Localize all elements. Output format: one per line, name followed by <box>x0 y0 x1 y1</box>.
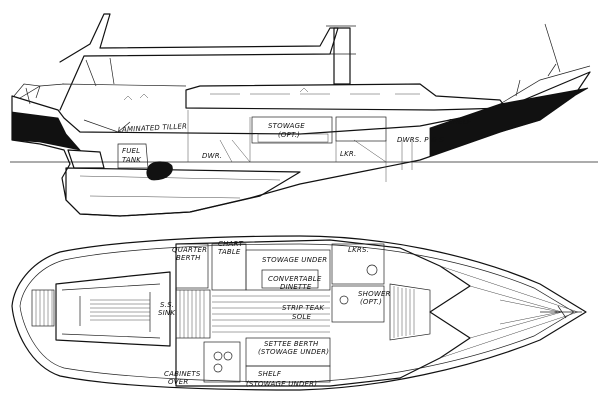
label-laminated-tiller: LAMINATED TILLER <box>118 122 188 134</box>
galley <box>203 341 241 383</box>
label-dwr: DWR. <box>202 152 222 160</box>
interior-bulkheads <box>187 110 413 182</box>
stowage-block-inner <box>257 133 329 143</box>
companionway <box>175 289 211 339</box>
label-quarter: QUARTER <box>172 246 207 254</box>
label-lkr: LKR. <box>340 150 356 158</box>
cabin-outline <box>175 239 471 387</box>
label-convertable: CONVERTABLE <box>268 275 322 283</box>
label-shower-opt: (OPT.) <box>360 298 382 306</box>
bow-pulpit <box>499 23 591 105</box>
deck-outline <box>11 235 587 391</box>
cabin-house <box>185 83 507 111</box>
label-settee-berth: SETTEE BERTH <box>264 340 319 348</box>
label-shelf-plan: SHELF <box>258 370 282 378</box>
hull-outline <box>11 71 591 217</box>
label-sink: SINK <box>158 309 176 317</box>
head-sink <box>339 295 349 305</box>
rudder <box>67 149 105 169</box>
label-stowage-under: STOWAGE UNDER <box>262 256 327 264</box>
toerail <box>19 243 575 383</box>
label-shelf-profile: SHELF <box>448 118 472 126</box>
label-stowage: STOWAGE <box>268 122 305 130</box>
dinette-area <box>245 249 331 291</box>
label-stowage-opt: (OPT.) <box>278 131 300 139</box>
cockpit-well <box>55 271 171 347</box>
galley-stove-2 <box>223 351 233 361</box>
stern-pulpit <box>13 83 41 105</box>
profile-view: LAMINATED TILLER FUEL TANK STOWAGE (OPT.… <box>10 13 598 217</box>
label-shower: SHOWER <box>358 290 391 298</box>
stowage-block <box>251 116 333 144</box>
label-cabinets: CABINETS <box>164 370 201 378</box>
winches <box>123 87 309 101</box>
dodger-frame <box>59 13 339 111</box>
label-table: TABLE <box>218 248 241 256</box>
label-sole: SOLE <box>292 313 311 321</box>
galley-stove-3 <box>213 363 223 373</box>
companionway-strips <box>179 290 205 338</box>
plan-view <box>11 235 587 391</box>
v-berth <box>389 283 431 341</box>
label-ss: S.S. <box>160 301 174 309</box>
tiller <box>83 119 131 133</box>
label-tank: TANK <box>122 156 142 164</box>
label-chart: CHART <box>218 240 244 248</box>
label-over: OVER <box>168 378 188 386</box>
label-dinette: DINETTE <box>280 283 312 291</box>
keel-inner <box>79 175 281 199</box>
teak-sole <box>212 295 330 333</box>
lockers <box>331 243 385 285</box>
quarter-berth <box>175 243 209 289</box>
label-strip-teak: STRIP TEAK <box>282 304 325 312</box>
plan-shelf <box>245 365 331 383</box>
keel <box>65 167 301 217</box>
grating-lines <box>35 290 53 326</box>
cockpit-sole-grating <box>31 289 55 327</box>
engine <box>146 161 173 181</box>
label-lkrs: LKRS. <box>348 246 369 254</box>
label-stowage-under-settee: (STOWAGE UNDER) <box>258 348 329 356</box>
label-dwrs: DWRS. P & S <box>397 136 444 144</box>
v-berth-strips <box>393 286 415 338</box>
mast-base <box>333 27 351 85</box>
stern-bottom-paint <box>11 111 82 151</box>
cockpit-seats <box>61 283 161 339</box>
head-compartment <box>331 285 385 323</box>
head-toilet <box>366 264 378 276</box>
dodger-rails <box>19 57 187 99</box>
galley-stove-1 <box>213 351 223 361</box>
bow-bottom-paint <box>429 87 589 157</box>
bow-roller <box>540 305 582 319</box>
shelf-block <box>335 116 387 142</box>
dinette-table <box>261 269 319 289</box>
label-stowage-under-shelf: (STOWAGE UNDER) <box>246 380 317 388</box>
label-berth: BERTH <box>176 254 201 262</box>
stern-hatch-lines <box>90 299 150 321</box>
label-fuel: FUEL <box>122 147 140 155</box>
mast-top <box>326 25 356 55</box>
